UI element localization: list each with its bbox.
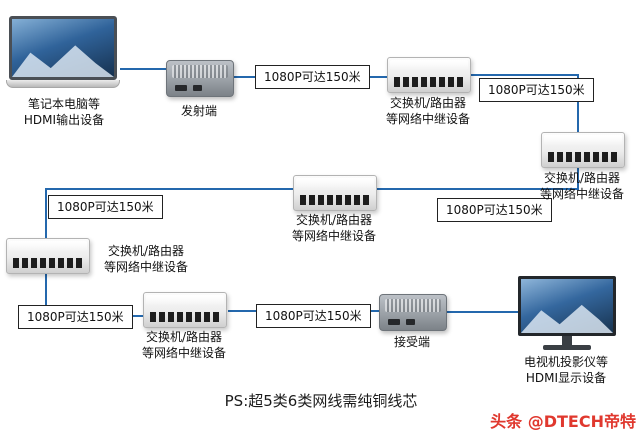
- brand-watermark: 头条 @DTECH帝特: [490, 412, 636, 431]
- switch-label: 交换机/路由器 等网络中继设备: [385, 96, 470, 127]
- cable-note: PS:超5类6类网线需纯铜线芯: [224, 392, 418, 410]
- distance-label: 1080P可达150米: [255, 65, 370, 89]
- cable-line: [468, 74, 579, 76]
- distance-label: 1080P可达150米: [437, 198, 552, 222]
- distance-label: 1080P可达150米: [479, 78, 594, 102]
- laptop-screen: [9, 16, 117, 80]
- heatsink-fins: [385, 299, 441, 312]
- distance-label: 1080P可达150米: [18, 305, 133, 329]
- port: [193, 85, 202, 91]
- cable-line: [45, 272, 47, 317]
- laptop-base: [6, 80, 120, 88]
- transmitter-label: 发射端: [180, 104, 217, 118]
- switch-ports: [394, 77, 464, 87]
- switch-label: 交换机/路由器 等网络中继设备: [291, 213, 376, 244]
- switch-ports: [150, 312, 220, 322]
- network-switch-icon: [541, 132, 625, 168]
- cable-line: [45, 189, 47, 238]
- switch-label: 交换机/路由器 等网络中继设备: [141, 330, 226, 361]
- port: [406, 319, 415, 325]
- monitor-screen: [518, 276, 616, 336]
- switch-ports: [13, 258, 83, 268]
- network-switch-icon: [6, 238, 90, 274]
- hdmi-extender-icon: [379, 294, 447, 331]
- network-switch-icon: [293, 175, 377, 211]
- switch-top: [9, 241, 87, 251]
- receiver-label: 接受端: [393, 335, 430, 349]
- switch-label: 交换机/路由器 等网络中继设备: [539, 171, 624, 202]
- cable-line: [577, 166, 579, 189]
- cable-line: [577, 74, 579, 132]
- cable-line: [445, 311, 518, 313]
- hdmi-extender-icon: [166, 60, 234, 97]
- network-switch-icon: [143, 292, 227, 328]
- switch-ports: [548, 152, 618, 162]
- distance-label: 1080P可达150米: [48, 195, 163, 219]
- switch-top: [390, 60, 468, 70]
- network-switch-icon: [387, 57, 471, 93]
- heatsink-fins: [172, 65, 228, 78]
- port: [175, 85, 187, 91]
- switch-label: 交换机/路由器 等网络中继设备: [103, 244, 188, 275]
- display-device-label: 电视机投影仪等 HDMI显示设备: [523, 355, 608, 386]
- monitor-icon: [518, 276, 616, 350]
- source-device-label: 笔记本电脑等 HDMI输出设备: [23, 97, 105, 128]
- switch-top: [544, 135, 622, 145]
- switch-ports: [300, 195, 370, 205]
- cable-line: [120, 68, 166, 70]
- distance-label: 1080P可达150米: [256, 304, 371, 328]
- monitor-base: [543, 345, 591, 350]
- port: [388, 319, 400, 325]
- switch-top: [146, 295, 224, 305]
- switch-top: [296, 178, 374, 188]
- laptop-icon: [6, 16, 120, 88]
- monitor-stand: [562, 336, 572, 345]
